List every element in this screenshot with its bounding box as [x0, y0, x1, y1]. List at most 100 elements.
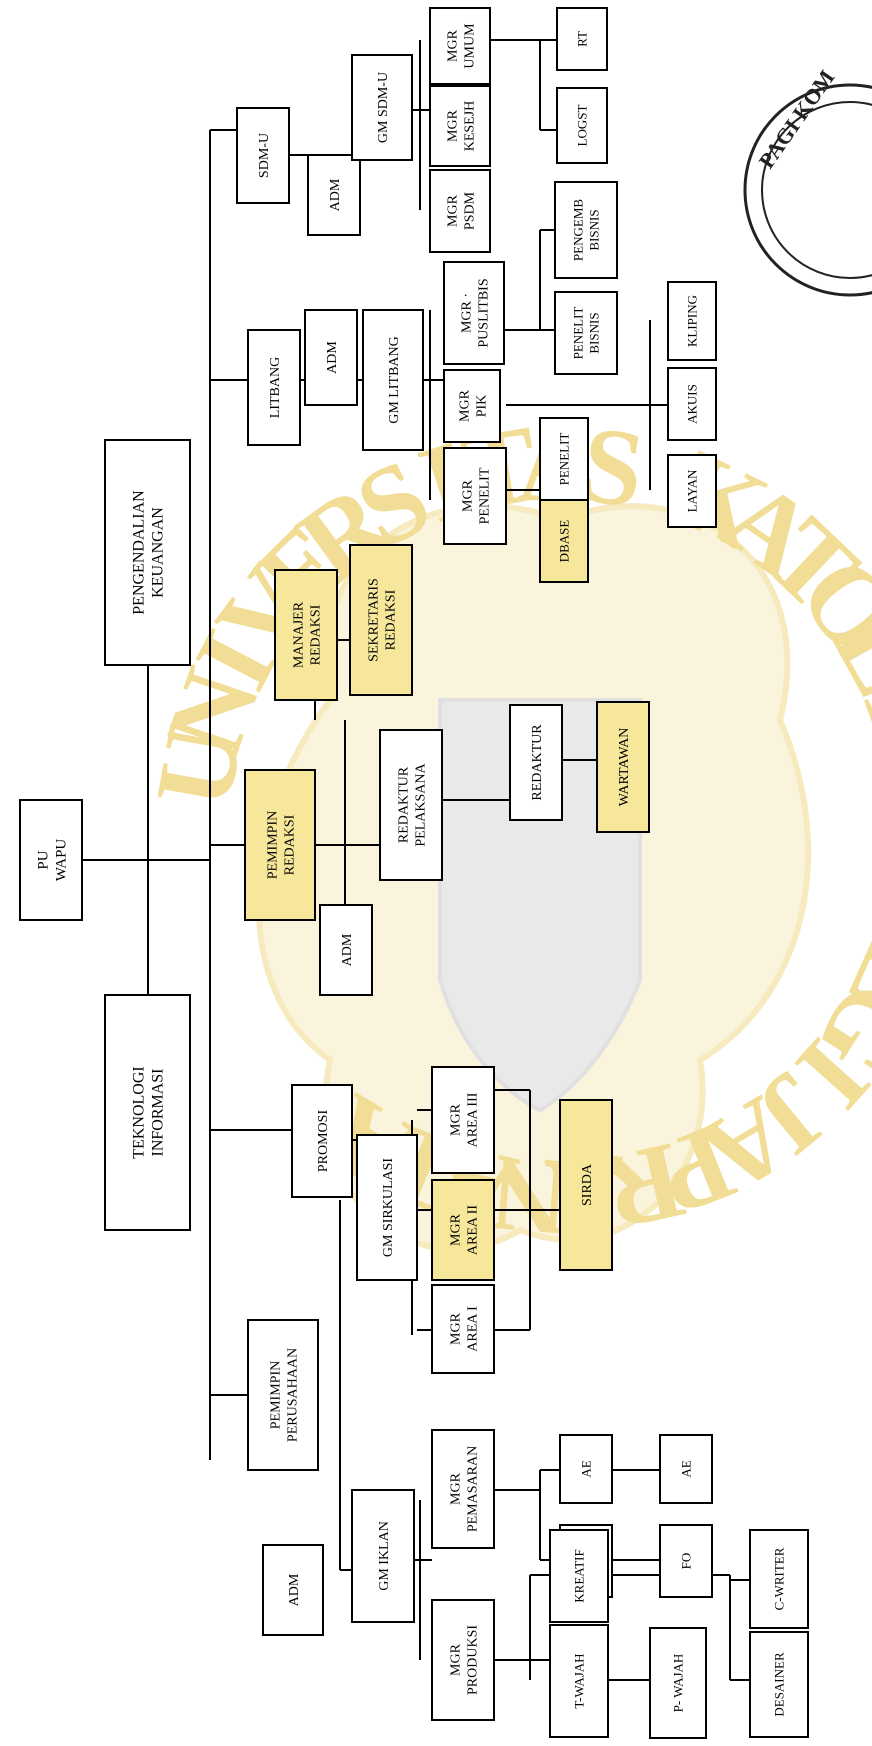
box-frame	[443, 369, 501, 443]
box-frame	[19, 799, 83, 921]
box-frame	[749, 1631, 809, 1738]
box-frame	[556, 87, 608, 164]
box-label-line: PELAKSANA	[413, 763, 428, 847]
box-label-line: MGR	[448, 1312, 463, 1345]
box-label-line: KREATIF	[572, 1549, 587, 1602]
box-label-line: REDAKSI	[282, 814, 297, 875]
box-label: REDAKTUR	[530, 724, 545, 801]
box-label-line: DBASE	[557, 520, 572, 563]
box-frame	[443, 261, 505, 365]
box-frame	[659, 1524, 713, 1598]
box-t-wajah: T-WAJAH	[549, 1624, 609, 1738]
box-frame	[539, 417, 589, 501]
box-frame	[667, 367, 717, 441]
box-frame	[659, 1434, 713, 1504]
box-redaktur: REDAKTUR	[509, 704, 563, 821]
box-frame	[443, 447, 507, 545]
box-label-line: PENGENDALIAN	[131, 490, 148, 615]
box-label-line: WARTAWAN	[617, 728, 632, 807]
box-label-line: LOGST	[575, 104, 590, 146]
box-frame	[104, 439, 191, 666]
box-fo2: FO	[659, 1524, 713, 1598]
watermark-letter: S	[861, 834, 872, 909]
box-adm-sdm: ADM	[307, 154, 361, 236]
box-frame	[667, 454, 717, 528]
box-gm-iklan: GM IKLAN	[351, 1489, 415, 1623]
box-label-line: LITBANG	[268, 357, 283, 418]
box-frame	[429, 7, 491, 85]
box-frame	[429, 85, 491, 167]
box-adm-redaksi: ADM	[319, 904, 373, 996]
box-label-line: PEMASARAN	[465, 1446, 480, 1532]
box-label: KLIPING	[685, 295, 700, 347]
box-gm-sdm: GM SDM-U	[351, 54, 413, 161]
box-label-line: PEMIMPIN	[268, 1361, 283, 1429]
box-adm-iklan: ADM	[262, 1544, 324, 1636]
box-label-line: KLIPING	[685, 295, 700, 347]
box-mgr-puslitbis: MGR ·PUSLITBIS	[443, 261, 505, 365]
box-label-line: BISNIS	[587, 312, 602, 353]
box-label-line: BISNIS	[587, 209, 602, 250]
box-frame	[667, 281, 717, 361]
box-frame	[596, 701, 650, 833]
box-label-line: MGR	[445, 109, 460, 142]
box-label-line: SEKRETARIS	[366, 578, 381, 662]
box-label-line: PROMOSI	[316, 1110, 331, 1173]
box-label-line: REDAKTUR	[396, 766, 411, 843]
box-label-line: AKUIS	[685, 384, 700, 424]
box-label-line: GM SDM-U	[376, 72, 391, 143]
box-frame	[749, 1529, 809, 1629]
box-c-writer: C-WRITER	[749, 1529, 809, 1629]
box-label-line: PERUSAHAAN	[285, 1348, 300, 1442]
box-frame	[431, 1429, 495, 1549]
box-layan: LAYAN	[667, 454, 717, 528]
box-rt: RT	[556, 7, 608, 71]
box-label-line: T-WAJAH	[572, 1653, 587, 1708]
box-label: C-WRITER	[772, 1547, 787, 1610]
box-label-line: MGR	[448, 1472, 463, 1505]
box-frame	[431, 1599, 495, 1721]
box-label: AE	[679, 1460, 694, 1477]
box-label-line: PSDM	[462, 191, 477, 230]
box-label-line: PUSLITBIS	[476, 278, 491, 347]
box-label-line: MGR	[460, 479, 475, 512]
box-label-line: REDAKSI	[308, 604, 323, 665]
box-label-line: MGR	[448, 1103, 463, 1136]
box-label-line: GM IKLAN	[377, 1521, 392, 1591]
box-frame	[554, 291, 618, 375]
box-label-line: MGR	[445, 29, 460, 62]
box-label: WARTAWAN	[617, 728, 632, 807]
box-label-line: FO	[679, 1553, 694, 1570]
stamp-text: PAGI KOM	[754, 65, 840, 173]
box-label: DBASE	[557, 520, 572, 563]
box-frame	[104, 994, 191, 1231]
box-label-line: MGR ·	[459, 293, 474, 333]
box-label: DESAINER	[772, 1652, 787, 1717]
box-label-line: PRODUKSI	[465, 1625, 480, 1695]
box-frame	[549, 1624, 609, 1738]
box-litbang: LITBANG	[247, 329, 301, 446]
box-frame	[429, 169, 491, 253]
box-label: LOGST	[575, 104, 590, 146]
box-kreatif: KREATIF	[549, 1529, 609, 1623]
box-label: ADM	[287, 1573, 302, 1606]
box-label-line: AREA I	[465, 1306, 480, 1352]
box-frame	[236, 107, 290, 204]
box-label-line: PEMIMPIN	[265, 811, 280, 879]
box-label-line: INFORMASI	[150, 1068, 167, 1156]
